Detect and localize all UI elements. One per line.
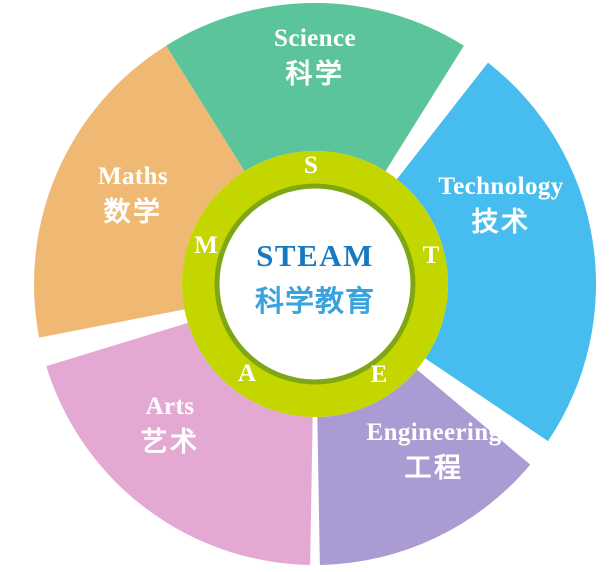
segment-technology[interactable] [396,62,596,442]
center-core-circle [214,183,416,385]
segment-engineering[interactable] [317,369,531,565]
segments-group [33,2,596,565]
segment-science[interactable] [166,2,464,172]
segment-maths[interactable] [33,45,245,338]
segment-arts[interactable] [46,322,313,565]
